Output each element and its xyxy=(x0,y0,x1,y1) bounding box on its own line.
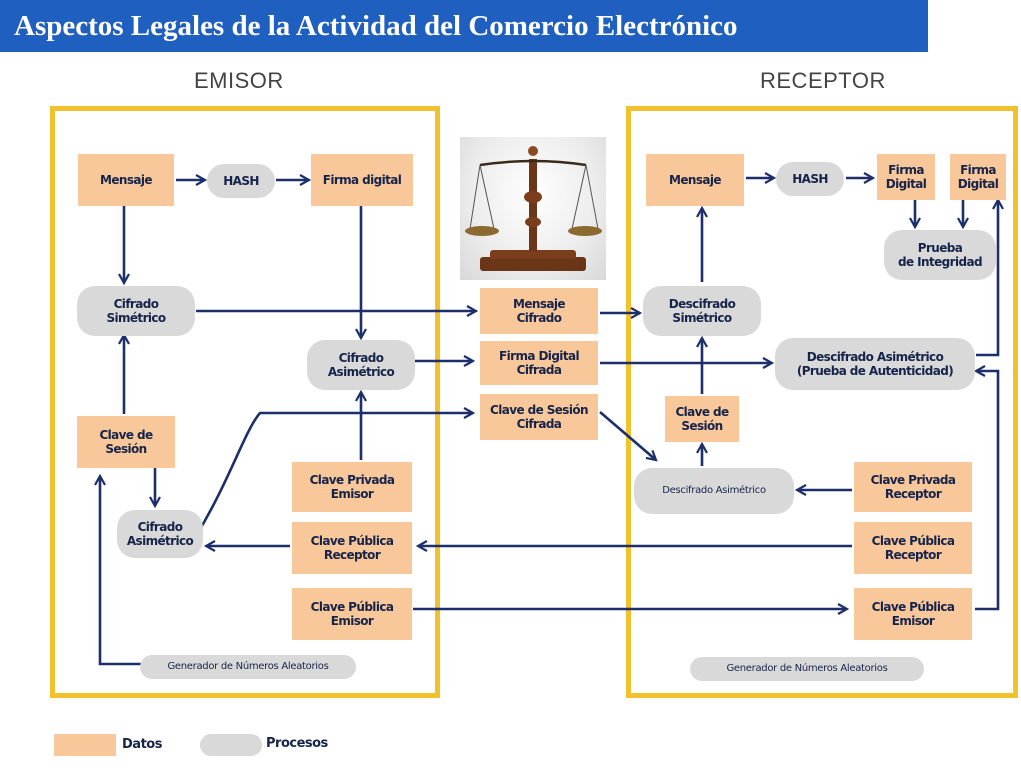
receptor-descifrado-asimetrico: Descifrado Asimétrico xyxy=(634,468,794,514)
emisor-clave-privada-l1: Clave Privada xyxy=(309,473,395,487)
scales-of-justice-image xyxy=(460,137,606,280)
receptor-descifrado-simetrico-l2: Simétrico xyxy=(672,311,732,325)
clave-sesion-cifrada-l1: Clave de Sesión xyxy=(490,403,588,417)
scales-of-justice-icon xyxy=(465,146,602,271)
receptor-clave-publica-emisor-l1: Clave Pública xyxy=(871,600,955,614)
arrow-cifrado-asimetrico-clave-sesion-cifrada xyxy=(194,413,473,537)
emisor-clave-publica-receptor-l1: Clave Pública xyxy=(310,534,394,548)
receptor-descifrado-auth-l1: Descifrado Asimétrico xyxy=(806,350,944,364)
receptor-prueba-integridad-l1: Prueba xyxy=(917,241,963,255)
mensaje-cifrado-l1: Mensaje xyxy=(513,297,566,311)
receptor-descifrado-simetrico-l1: Descifrado xyxy=(668,297,736,311)
clave-sesion-cifrada-l2: Cifrada xyxy=(516,417,562,431)
arrow-clave-sesion-cifrada-descifrado-asim xyxy=(599,411,656,460)
arrow-clave-publica-emisor-auth xyxy=(975,371,1000,611)
receptor-frame xyxy=(626,106,1018,698)
receptor-clave-sesion-l2: Sesión xyxy=(681,419,723,433)
receptor-clave-publica-receptor-l2: Receptor xyxy=(884,548,942,562)
emisor-cifrado-asimetrico-firma-l1: Cifrado xyxy=(338,351,384,365)
legend-datos-swatch xyxy=(54,734,116,756)
emisor-hash: HASH xyxy=(207,164,275,198)
receptor-clave-sesion-l1: Clave de xyxy=(675,405,729,419)
receptor-firma-digital-1-l2: Digital xyxy=(885,177,927,191)
receptor-firma-digital-1-l1: Firma xyxy=(888,163,924,177)
receptor-descifrado-asimetrico-autenticidad: Descifrado Asimétrico(Prueba de Autentic… xyxy=(775,338,975,390)
receptor-hash-label: HASH xyxy=(792,172,828,186)
receptor-prueba-integridad-l2: de Integridad xyxy=(898,255,982,269)
emisor-clave-publica-emisor-l1: Clave Pública xyxy=(310,600,394,614)
receptor-mensaje: Mensaje xyxy=(646,154,744,206)
page-title: Aspectos Legales de la Actividad del Com… xyxy=(0,0,928,52)
emisor-label: EMISOR xyxy=(194,68,284,93)
emisor-generador: Generador de Números Aleatorios xyxy=(140,655,356,679)
emisor-clave-publica-emisor-l2: Emisor xyxy=(330,614,374,628)
receptor-descifrado-auth-l2: (Prueba de Autenticidad) xyxy=(796,364,954,378)
emisor-clave-publica-receptor-l2: Receptor xyxy=(323,548,381,562)
emisor-firma-digital: Firma digital xyxy=(311,154,413,206)
emisor-generador-label: Generador de Números Aleatorios xyxy=(167,661,329,672)
legend-procesos-label: Procesos xyxy=(266,736,328,751)
receptor-label: RECEPTOR xyxy=(760,68,886,93)
receptor-clave-publica-receptor-l1: Clave Pública xyxy=(871,534,955,548)
emisor-cifrado-asimetrico-clave-l1: Cifrado xyxy=(137,520,183,534)
receptor-generador: Generador de Números Aleatorios xyxy=(690,657,924,681)
receptor-firma-digital-2-l1: Firma xyxy=(960,163,996,177)
emisor-mensaje-label: Mensaje xyxy=(100,173,153,187)
emisor-frame xyxy=(50,106,440,698)
emisor-cifrado-simetrico-l1: Cifrado xyxy=(113,297,159,311)
firma-digital-cifrada-l1: Firma Digital xyxy=(499,349,580,363)
receptor-generador-label: Generador de Números Aleatorios xyxy=(726,663,888,674)
emisor-mensaje: Mensaje xyxy=(78,154,174,206)
emisor-cifrado-asimetrico-firma-l2: Asimétrico xyxy=(327,365,395,379)
legend-procesos-swatch xyxy=(200,734,262,756)
mensaje-cifrado-l2: Cifrado xyxy=(516,311,562,325)
legend-datos-label: Datos xyxy=(122,737,162,752)
emisor-firma-digital-label: Firma digital xyxy=(322,173,402,187)
emisor-cifrado-simetrico-l2: Simétrico xyxy=(106,311,166,325)
arrow-generador-clave-sesion xyxy=(100,476,142,666)
receptor-hash: HASH xyxy=(776,162,844,196)
receptor-clave-privada-l2: Receptor xyxy=(884,487,942,501)
firma-digital-cifrada-l2: Cifrada xyxy=(516,363,562,377)
receptor-descifrado-asimetrico-label: Descifrado Asimétrico xyxy=(662,485,766,496)
emisor-clave-sesion-l1: Clave de xyxy=(99,428,153,442)
emisor-clave-sesion-l2: Sesión xyxy=(105,442,147,456)
arrow-auth-firma2 xyxy=(976,200,998,357)
receptor-mensaje-label: Mensaje xyxy=(669,173,722,187)
receptor-clave-publica-emisor-l2: Emisor xyxy=(891,614,935,628)
emisor-clave-privada-l2: Emisor xyxy=(330,487,374,501)
receptor-firma-digital-2-l2: Digital xyxy=(957,177,999,191)
emisor-hash-label: HASH xyxy=(223,174,259,188)
emisor-cifrado-asimetrico-clave-l2: Asimétrico xyxy=(126,534,194,548)
receptor-clave-privada-l1: Clave Privada xyxy=(870,473,956,487)
